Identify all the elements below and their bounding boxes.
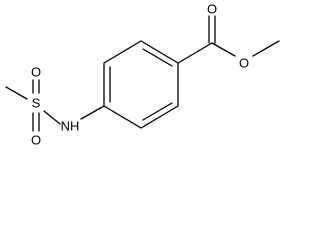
sulfur-label: S xyxy=(32,96,41,111)
nitrogen-to-sulfur-bond xyxy=(43,110,61,125)
ring-bond-3 xyxy=(140,105,179,129)
sulfonyl-oxygen-bottom-label: O xyxy=(31,133,41,148)
ester-oxygen-label: O xyxy=(239,56,249,71)
ring-bond-6 xyxy=(103,40,142,64)
ring-double-bond-inner-1 xyxy=(142,48,173,67)
methyl-ester-group: O O xyxy=(177,2,280,71)
ring-to-carbonyl-bond xyxy=(177,42,213,64)
chemical-structure-diagram: O O S O O NH xyxy=(5,2,280,148)
sulfonyl-oxygen-top-label: O xyxy=(31,65,41,80)
ring-bond-4 xyxy=(103,105,142,129)
amine-nh-label: NH xyxy=(61,119,80,134)
ester-oxygen-to-methyl-bond xyxy=(252,40,280,57)
carbonyl-oxygen-label: O xyxy=(207,2,217,17)
methyl-to-sulfur-bond xyxy=(5,86,28,100)
ring-bond-1 xyxy=(140,40,179,64)
benzene-ring xyxy=(103,40,179,129)
ring-to-nitrogen-bond xyxy=(80,105,105,120)
ring-double-bond-inner-2 xyxy=(142,102,173,121)
methanesulfonamide-group: S O O NH xyxy=(5,65,105,148)
carbonyl-to-ester-oxygen-bond xyxy=(211,42,236,57)
